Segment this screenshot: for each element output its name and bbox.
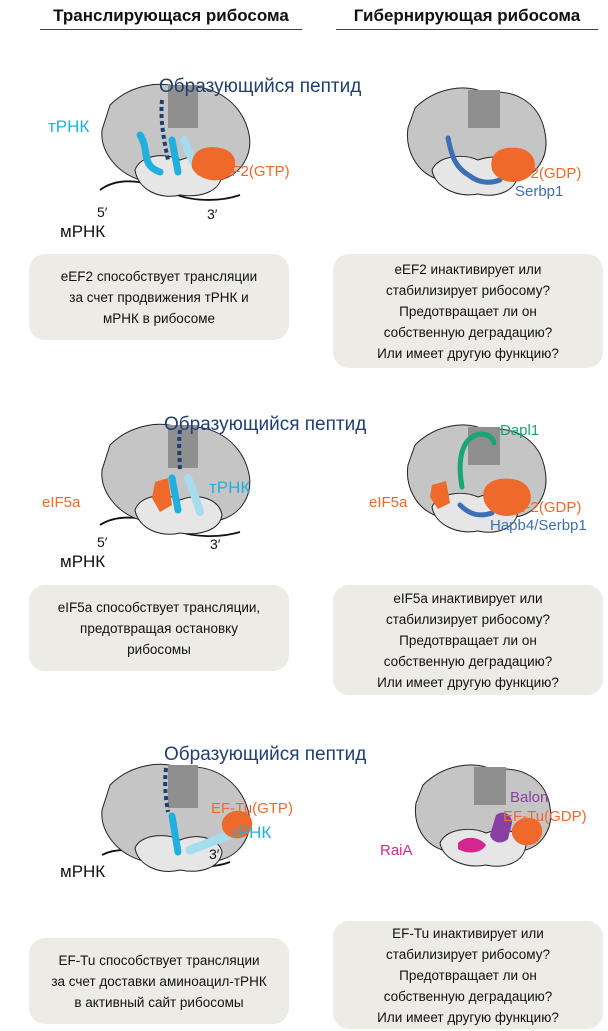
- nascent-peptide-label-3: Образующийся пептид: [164, 744, 367, 765]
- eif5a-label: eIF5a: [42, 494, 81, 511]
- mrna-3prime-label-3: 3′: [209, 846, 220, 862]
- hibernating-ribosome-eftu-icon: [414, 764, 552, 867]
- hapb4-serbp1-label: Hapb4/Serbp1: [490, 517, 587, 534]
- eef2-gtp-label: eEF2(GTP): [213, 163, 290, 180]
- mrna-label-2: мРНК: [60, 552, 106, 571]
- hibernating-ribosome-eef2-icon: [406, 87, 547, 196]
- mrna-3prime-label: 3′: [207, 206, 218, 222]
- ef-tu-gdp-label: EF-Tu(GDP): [503, 808, 587, 825]
- raia-label: RaiA: [380, 842, 413, 859]
- mrna-5prime-label: 5′: [97, 204, 108, 220]
- trna-label-3: тРНК: [230, 823, 272, 842]
- left-column-header: Транслирующася рибосома: [53, 6, 289, 25]
- nascent-peptide-label: Образующийся пептид: [159, 76, 362, 97]
- dapl1-label: Dapl1: [500, 422, 540, 439]
- translating-ribosome-eef2-icon: [99, 83, 251, 201]
- mrna-label: мРНК: [60, 222, 106, 241]
- eef2-gdp-label-2: eEF2(GDP): [503, 499, 582, 516]
- hibernating-ribosome-eif5a-icon: [406, 424, 547, 533]
- translating-ribosome-eftu-icon: [101, 763, 253, 872]
- eif5a-translating-description: eIF5a способствует трансляции,предотвращ…: [29, 585, 289, 671]
- nascent-peptide-label-2: Образующийся пептид: [164, 414, 367, 435]
- trna-label: тРНК: [48, 117, 90, 136]
- trna-label-2: тРНК: [209, 478, 251, 497]
- ef-tu-gtp-label: EF-Tu(GTP): [211, 800, 293, 817]
- translating-ribosome-eif5a-icon: [99, 423, 251, 537]
- eif5a-label-hibernating: eIF5a: [369, 494, 408, 511]
- left-header-underline: [40, 29, 302, 30]
- eef2-gdp-label: eEF2(GDP): [503, 165, 582, 182]
- serbp1-label: Serbp1: [515, 183, 564, 200]
- right-header-underline: [336, 29, 598, 30]
- mrna-label-3: мРНК: [60, 862, 106, 881]
- mrna-5prime-label-2: 5′: [97, 534, 108, 550]
- right-column-header: Гибернирующая рибосома: [353, 6, 581, 25]
- mrna-3prime-label-2: 3′: [210, 536, 221, 552]
- balon-label: Balon: [510, 789, 549, 806]
